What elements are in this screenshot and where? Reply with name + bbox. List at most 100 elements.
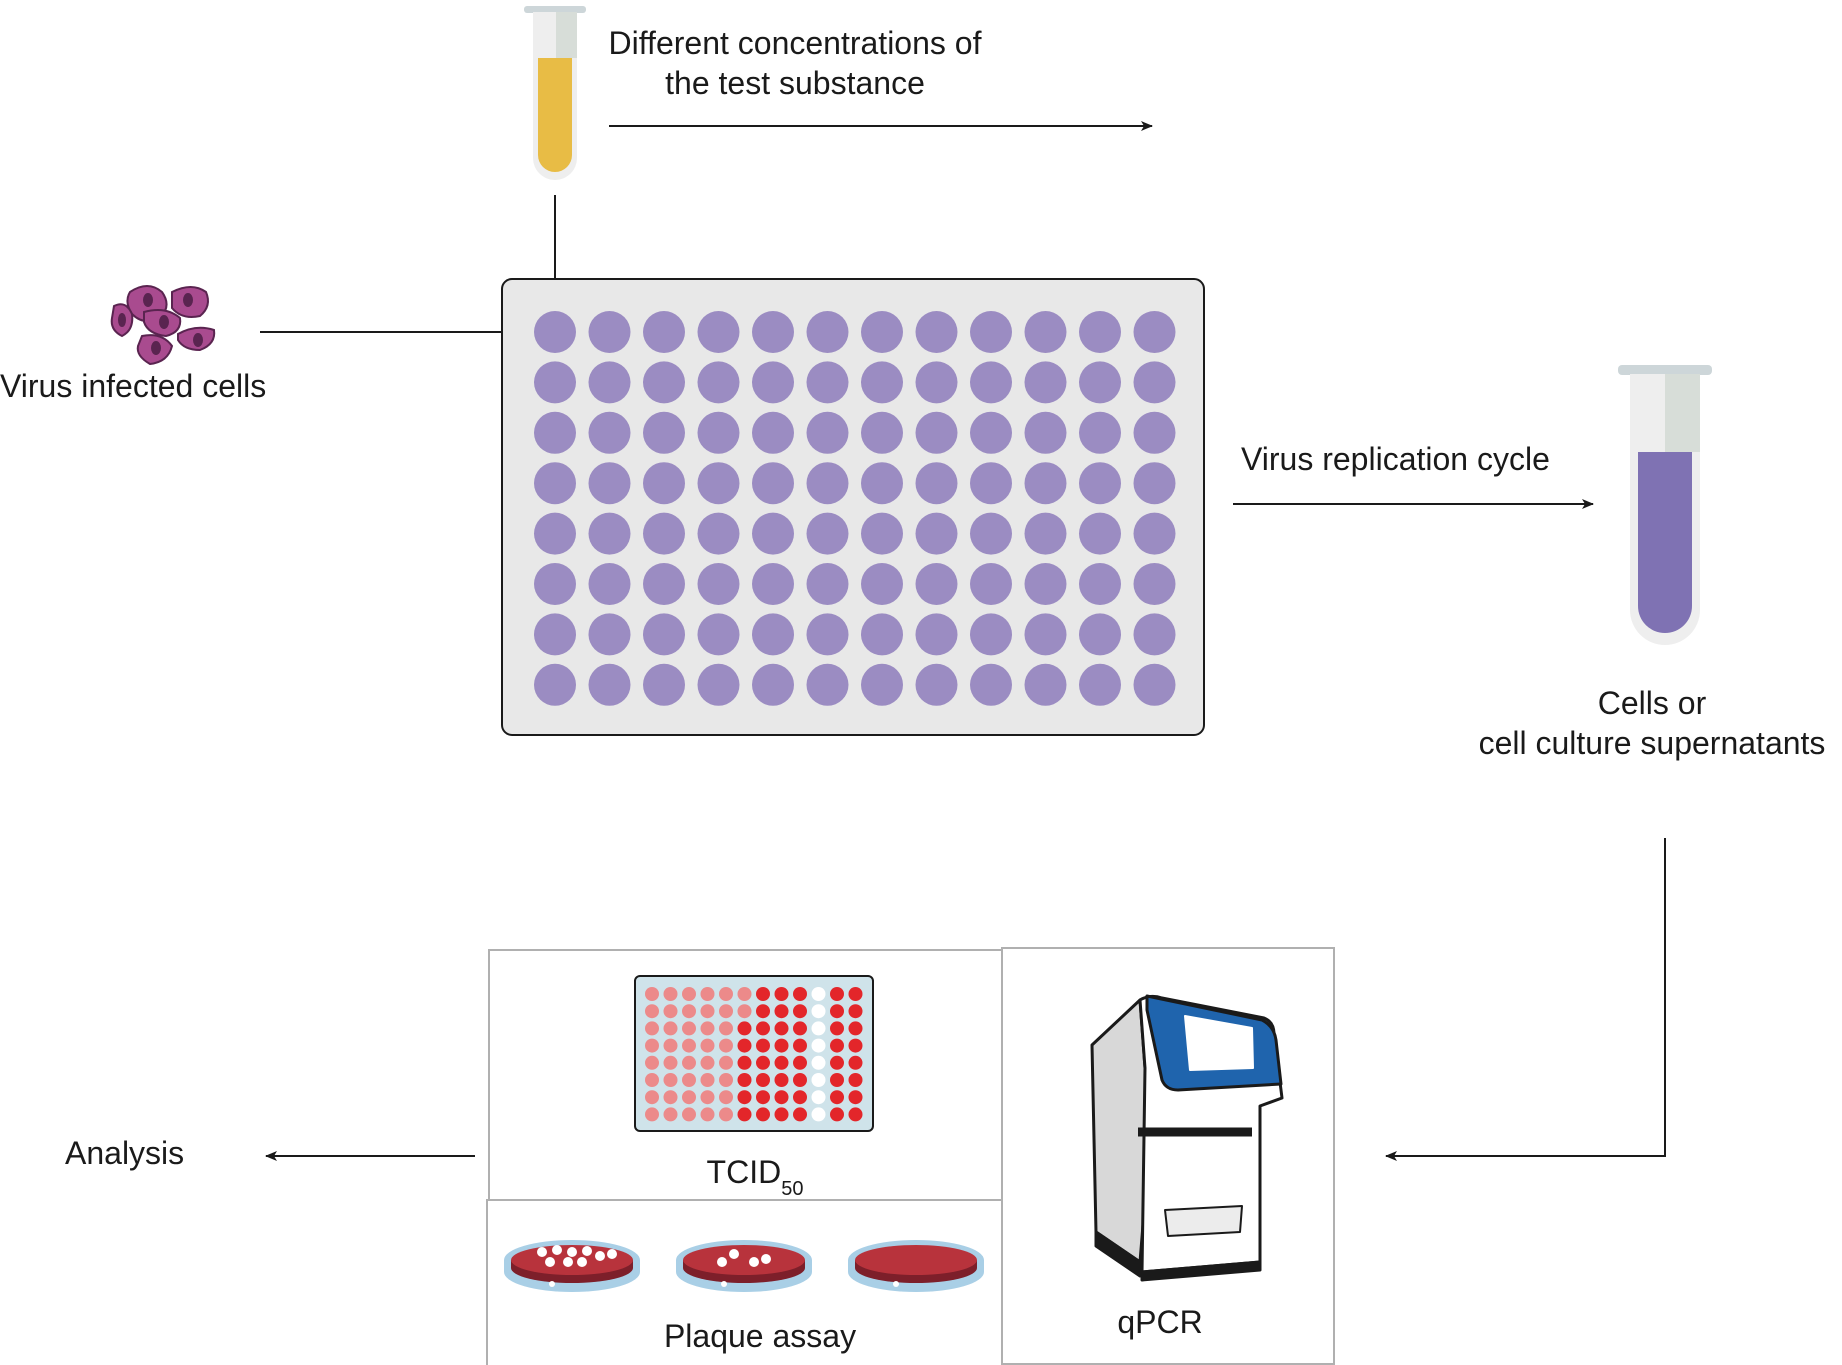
tcid50-well bbox=[756, 1055, 770, 1070]
plate-well bbox=[1024, 411, 1067, 454]
tcid50-well bbox=[663, 1055, 678, 1070]
plate-well bbox=[970, 411, 1012, 454]
plate-well bbox=[1079, 311, 1121, 353]
plate-well bbox=[1133, 361, 1176, 404]
tcid50-well bbox=[793, 1055, 807, 1070]
plate-well bbox=[697, 563, 740, 605]
plate-well bbox=[915, 512, 958, 555]
plate-well bbox=[1133, 613, 1176, 656]
tcid50-well bbox=[645, 1038, 659, 1053]
plaque-dishes bbox=[504, 1240, 984, 1292]
tcid50-well bbox=[774, 1073, 789, 1087]
tcid50-well bbox=[737, 1021, 752, 1036]
plate-well bbox=[1079, 663, 1121, 706]
plate-well bbox=[915, 462, 958, 505]
plate-well bbox=[861, 361, 903, 404]
plate-well bbox=[1133, 411, 1176, 454]
plate-well bbox=[915, 311, 958, 353]
virus-replication-cycle-label: Virus replication cycle bbox=[1241, 441, 1550, 477]
tcid50-well bbox=[756, 1038, 770, 1053]
plate-well bbox=[861, 512, 903, 555]
tcid50-well bbox=[737, 987, 752, 1001]
tcid50-well bbox=[848, 1004, 863, 1019]
plate-well bbox=[697, 361, 740, 404]
plate-well bbox=[534, 663, 576, 706]
tcid50-well bbox=[830, 1107, 844, 1122]
tcid50-well bbox=[645, 987, 659, 1001]
tcid50-well bbox=[700, 1090, 715, 1105]
plate-well bbox=[752, 512, 794, 555]
plate-well bbox=[806, 663, 849, 706]
plate-well bbox=[861, 613, 903, 656]
main-plate-wells bbox=[534, 311, 1176, 706]
plate-well bbox=[697, 311, 740, 353]
tcid50-well bbox=[700, 1021, 715, 1036]
tcid50-well bbox=[719, 1021, 733, 1036]
tcid50-well bbox=[663, 1090, 678, 1105]
plate-well bbox=[861, 462, 903, 505]
tcid50-well bbox=[811, 1021, 826, 1036]
tcid50-well bbox=[645, 1107, 659, 1122]
tcid50-well bbox=[756, 987, 770, 1001]
tcid50-well bbox=[774, 1004, 789, 1019]
tcid50-well bbox=[663, 1038, 678, 1053]
plate-well bbox=[697, 512, 740, 555]
plate-well bbox=[588, 663, 631, 706]
tcid50-well bbox=[737, 1038, 752, 1053]
tcid50-well bbox=[663, 1004, 678, 1019]
plate-well bbox=[915, 563, 958, 605]
tcid50-well bbox=[811, 987, 826, 1001]
tcid50-well bbox=[848, 1055, 863, 1070]
tcid50-well bbox=[793, 1090, 807, 1105]
plate-well bbox=[643, 361, 685, 404]
tcid50-well bbox=[756, 1021, 770, 1036]
tcid50-well bbox=[682, 1090, 696, 1105]
tcid50-well bbox=[719, 1107, 733, 1122]
plate-well bbox=[752, 563, 794, 605]
tcid50-well bbox=[700, 1073, 715, 1087]
tcid50-well bbox=[682, 1004, 696, 1019]
plate-well bbox=[1024, 311, 1067, 353]
tcid50-well bbox=[793, 987, 807, 1001]
cells-or-supernatants-label: Cells or cell culture supernatants bbox=[1462, 683, 1842, 763]
plate-well bbox=[1024, 613, 1067, 656]
plate-well bbox=[643, 512, 685, 555]
tcid50-well bbox=[848, 1021, 863, 1036]
plate-well bbox=[861, 311, 903, 353]
plate-well bbox=[534, 563, 576, 605]
tcid50-well bbox=[682, 1107, 696, 1122]
tcid50-label: TCID50 bbox=[645, 1152, 865, 1209]
plate-well bbox=[752, 411, 794, 454]
tcid50-well bbox=[830, 1038, 844, 1053]
tcid50-well bbox=[848, 1038, 863, 1053]
plate-well bbox=[643, 613, 685, 656]
test-substance-label-line1: Different concentrations of bbox=[608, 25, 982, 61]
plate-well bbox=[1079, 411, 1121, 454]
plate-well bbox=[806, 411, 849, 454]
virus-infected-cells-icon bbox=[110, 285, 216, 366]
tcid50-well bbox=[663, 1107, 678, 1122]
plate-well bbox=[1133, 512, 1176, 555]
supernatant-tube-icon bbox=[1618, 365, 1712, 645]
tcid50-well bbox=[645, 1055, 659, 1070]
plate-well bbox=[697, 613, 740, 656]
tcid50-well bbox=[830, 1055, 844, 1070]
tcid50-well bbox=[645, 1021, 659, 1036]
tcid50-well bbox=[719, 1055, 733, 1070]
plate-well bbox=[970, 512, 1012, 555]
plaque-dish-icon bbox=[848, 1240, 984, 1292]
tcid50-well bbox=[793, 1021, 807, 1036]
tcid50-well bbox=[811, 1107, 826, 1122]
plate-well bbox=[697, 462, 740, 505]
tcid50-well bbox=[830, 1090, 844, 1105]
plate-well bbox=[915, 411, 958, 454]
plate-well bbox=[643, 663, 685, 706]
tcid50-well bbox=[756, 1090, 770, 1105]
tcid50-well bbox=[682, 1055, 696, 1070]
plate-well bbox=[861, 563, 903, 605]
tcid50-well bbox=[682, 1021, 696, 1036]
plate-well bbox=[1079, 613, 1121, 656]
plate-well bbox=[697, 663, 740, 706]
analysis-label: Analysis bbox=[65, 1135, 185, 1171]
